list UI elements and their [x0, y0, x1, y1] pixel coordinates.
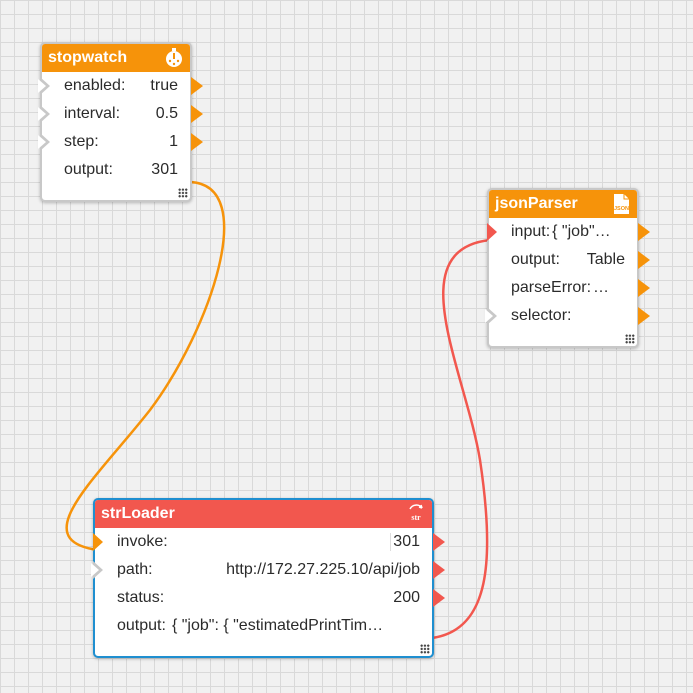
- output-port[interactable]: [638, 223, 650, 241]
- row-value: …: [593, 279, 610, 296]
- input-port[interactable]: [38, 77, 50, 95]
- strloader-node-title: strLoader: [101, 505, 175, 522]
- stopwatch-row-interval[interactable]: interval: 0.5: [38, 100, 203, 128]
- row-label: parseError:: [511, 279, 592, 296]
- str-icon-text: str: [411, 513, 421, 522]
- row-value: 301: [151, 161, 178, 178]
- strloader-row-output[interactable]: output: { "job": { "estimatedPrintTim…: [95, 612, 432, 640]
- output-port[interactable]: [433, 589, 445, 607]
- wire-stopwatch-output-to-strloader-invoke[interactable]: [65, 180, 226, 552]
- row-label: step:: [64, 133, 99, 150]
- wire-strloader-output-to-jsonparser-input[interactable]: [431, 238, 491, 640]
- output-port[interactable]: [638, 279, 650, 297]
- row-value[interactable]: true: [150, 77, 178, 94]
- strloader-row-invoke[interactable]: invoke: 301: [93, 528, 445, 556]
- input-port[interactable]: [93, 533, 103, 551]
- output-port[interactable]: [638, 251, 650, 269]
- stopwatch-node-title: stopwatch: [48, 49, 128, 66]
- strloader-row-status[interactable]: status: 200: [95, 584, 445, 612]
- row-label: output:: [117, 617, 166, 634]
- output-port[interactable]: [191, 105, 203, 123]
- row-label: enabled:: [64, 77, 126, 94]
- row-value[interactable]: 0.5: [155, 105, 178, 122]
- row-value[interactable]: 301: [390, 533, 420, 551]
- row-value[interactable]: 1: [169, 133, 178, 150]
- jsonparser-row-selector[interactable]: selector:: [485, 302, 650, 330]
- output-port[interactable]: [638, 307, 650, 325]
- input-port[interactable]: [38, 133, 50, 151]
- output-port[interactable]: [433, 533, 445, 551]
- row-label: output:: [64, 161, 113, 178]
- output-port[interactable]: [191, 77, 203, 95]
- stopwatch-icon: [164, 48, 184, 68]
- string-loader-icon: str: [406, 504, 426, 524]
- jsonparser-row-parseerror[interactable]: parseError: …: [489, 274, 650, 302]
- resize-grip-icon[interactable]: [178, 188, 188, 198]
- row-label: path:: [117, 561, 153, 578]
- stopwatch-row-enabled[interactable]: enabled: true: [38, 72, 203, 100]
- row-label: selector:: [511, 307, 572, 324]
- row-value: Table: [586, 251, 625, 268]
- strloader-row-path[interactable]: path: http://172.27.225.10/api/job: [91, 556, 445, 584]
- jsonparser-row-input[interactable]: input: { "job"…: [487, 218, 650, 246]
- row-value[interactable]: http://172.27.225.10/api/job: [226, 561, 420, 578]
- row-label: output:: [511, 251, 560, 268]
- jsonparser-node[interactable]: jsonParser JSON input: { "job"… output: …: [485, 188, 650, 348]
- strloader-node-header[interactable]: strLoader str: [95, 500, 432, 528]
- input-port[interactable]: [38, 105, 50, 123]
- output-port[interactable]: [191, 133, 203, 151]
- jsonparser-node-header[interactable]: jsonParser JSON: [489, 190, 637, 218]
- input-port[interactable]: [485, 307, 497, 325]
- jsonparser-node-title: jsonParser: [495, 195, 578, 212]
- stopwatch-row-output[interactable]: output: 301: [42, 156, 190, 184]
- json-file-icon: JSON: [611, 194, 631, 214]
- strloader-node[interactable]: strLoader str invoke: 301 path: http://1…: [91, 498, 445, 658]
- row-value: { "job": { "estimatedPrintTim…: [171, 617, 384, 634]
- row-label: input:: [511, 223, 551, 240]
- stopwatch-node-header[interactable]: stopwatch: [42, 44, 190, 72]
- input-port[interactable]: [487, 223, 497, 241]
- row-value: { "job"…: [552, 223, 611, 240]
- row-label: invoke:: [117, 533, 168, 550]
- output-port[interactable]: [433, 561, 445, 579]
- stopwatch-node[interactable]: stopwatch enabled: true interval: 0.5 st…: [38, 42, 203, 202]
- resize-grip-icon[interactable]: [420, 644, 430, 654]
- stopwatch-row-step[interactable]: step: 1: [38, 128, 203, 156]
- input-port[interactable]: [91, 561, 103, 579]
- row-value: 200: [393, 589, 420, 606]
- jsonparser-row-output[interactable]: output: Table: [489, 246, 650, 274]
- json-icon-text: JSON: [614, 206, 629, 212]
- resize-grip-icon[interactable]: [625, 334, 635, 344]
- row-label: status:: [117, 589, 165, 606]
- row-label: interval:: [64, 105, 121, 122]
